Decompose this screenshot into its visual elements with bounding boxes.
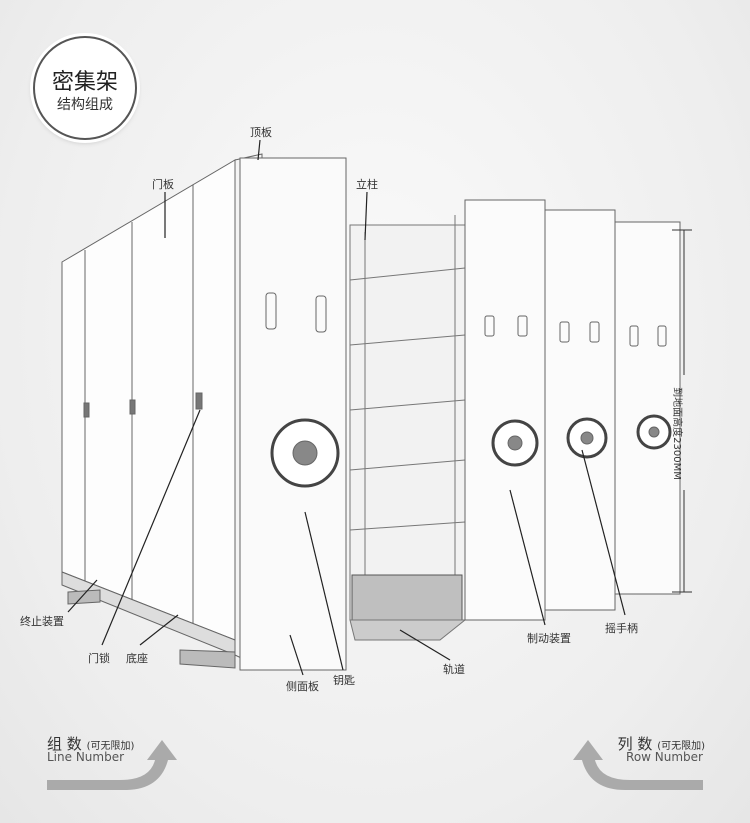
left-cabinet	[61, 153, 347, 671]
title-sub: 结构组成	[57, 97, 113, 113]
row-number-arrow	[573, 740, 703, 790]
label-top-panel: 顶板	[250, 126, 272, 139]
line-count-label: 组 数	[47, 735, 82, 753]
label-base: 底座	[126, 652, 148, 665]
label-door-panel: 门板	[152, 178, 174, 191]
title-main: 密集架	[51, 70, 118, 95]
leader-lines	[67, 139, 626, 676]
open-shelves	[349, 215, 467, 641]
title-badge: 密集架 结构组成	[33, 36, 137, 140]
label-crank-handle: 摇手柄	[605, 622, 638, 635]
label-track: 轨道	[443, 663, 465, 676]
label-key: 钥匙	[333, 674, 355, 687]
label-column: 立柱	[356, 178, 378, 191]
row-count-note: (可无限加)	[657, 741, 705, 752]
label-brake-device: 制动装置	[527, 632, 571, 645]
line-count-note: (可无限加)	[86, 741, 135, 752]
height-dimension-line	[672, 229, 692, 593]
line-count-title: 组 数 (可无限加)	[47, 733, 134, 754]
row-count-english: Row Number	[626, 750, 703, 764]
row-count-label: 列 数	[617, 735, 653, 753]
right-cabinets	[464, 199, 681, 621]
label-height-dimension: 到地面高度2300MM	[670, 387, 682, 480]
line-count-english: Line Number	[47, 750, 125, 764]
label-door-lock: 门锁	[88, 652, 110, 665]
label-side-panel: 侧面板	[286, 680, 319, 693]
line-number-arrow	[47, 740, 177, 790]
row-count-title: 列 数 (可无限加)	[618, 733, 705, 754]
label-stop-device: 终止装置	[20, 615, 64, 628]
